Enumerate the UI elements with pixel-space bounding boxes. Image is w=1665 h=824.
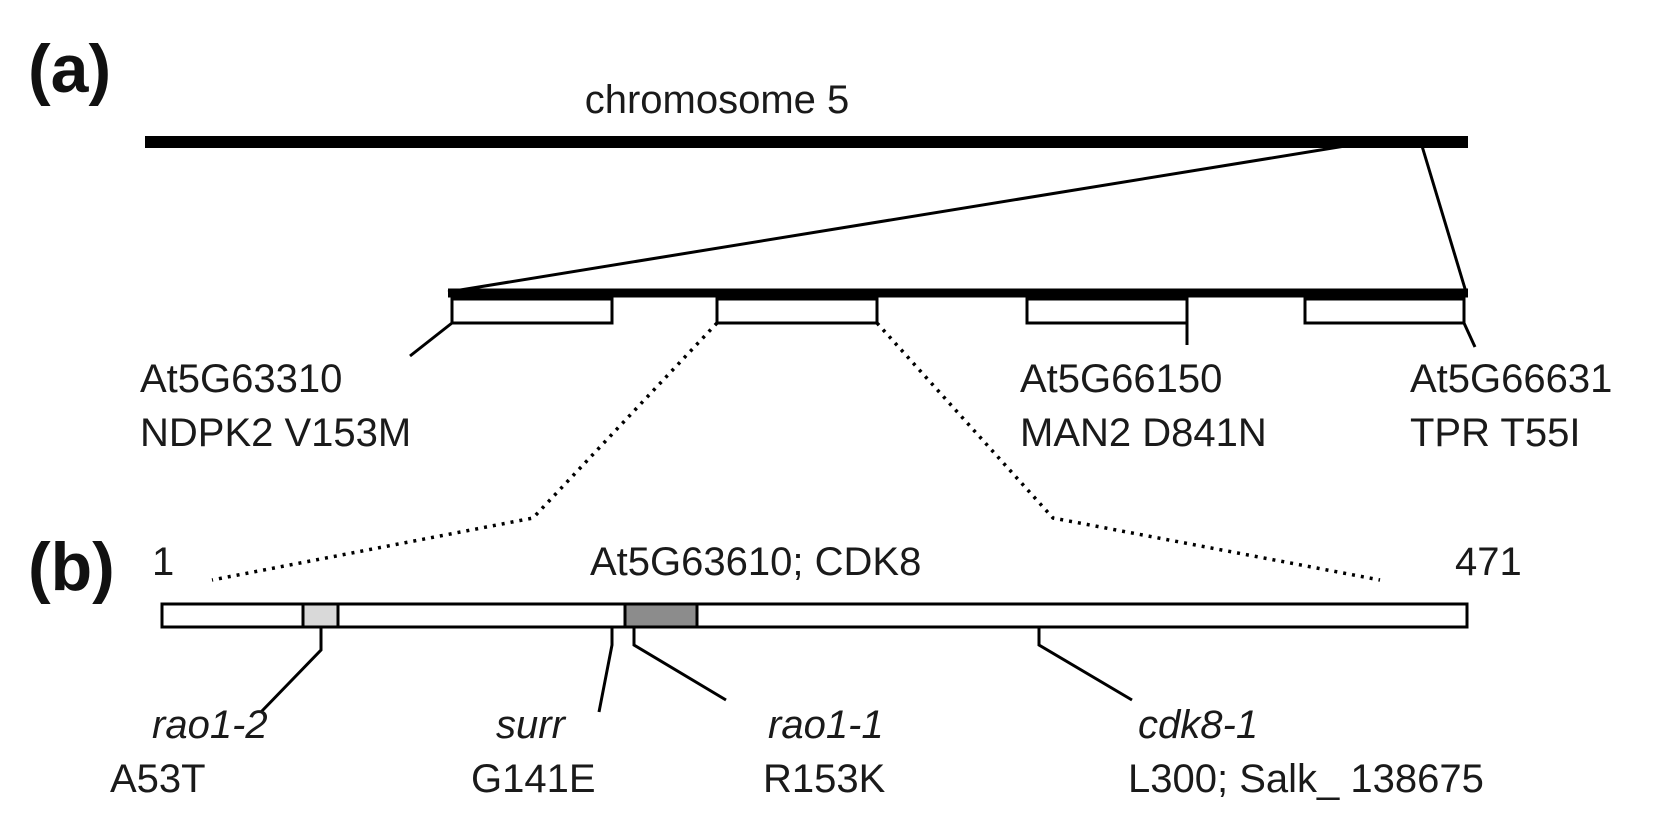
gene-box-at5g63310 [450,297,614,325]
pointer-at5g66631 [1462,322,1477,348]
change-g141e: G141E [471,757,596,801]
domain-dark [623,602,699,629]
end-residue: 471 [1455,540,1522,584]
gene-mutation-ndpk2: NDPK2 V153M [140,411,411,455]
change-r153k: R153K [763,757,886,801]
pointer-rao1-2 [259,627,323,714]
gene-mutation-man2: MAN2 D841N [1020,411,1267,455]
gene-id-at5g66631: At5G66631 [1410,357,1612,401]
start-residue: 1 [152,540,174,584]
change-l300-salk: L300; Salk_ 138675 [1128,757,1484,801]
expansion-line-left [211,321,719,582]
zoom-line-right [1420,145,1468,293]
gene-box-at5g66631 [1303,297,1466,325]
pointer-cdk8-1 [1037,627,1133,702]
expansion-line-right [875,321,1381,582]
zoom-line-left [447,144,1346,294]
cdk8-gene-label: At5G63610; CDK8 [590,540,921,584]
allele-cdk8-1: cdk8-1 [1138,703,1258,747]
pointer-rao1-1 [632,627,727,702]
pointer-surr [597,627,614,713]
gene-id-at5g63310: At5G63310 [140,357,342,401]
gene-box-at5g63610 [715,297,879,325]
chromosome-label: chromosome 5 [585,78,850,122]
panel-a-letter: (a) [28,31,111,107]
gene-box-at5g66150 [1025,297,1189,325]
domain-light [301,602,340,629]
panel-b-letter: (b) [28,529,115,605]
pointer-at5g63310 [409,321,453,358]
gene-id-at5g66150: At5G66150 [1020,357,1222,401]
allele-rao1-2: rao1-2 [152,703,268,747]
allele-rao1-1: rao1-1 [768,703,884,747]
allele-surr: surr [496,703,567,747]
gene-mutation-tpr: TPR T55I [1410,411,1580,455]
change-a53t: A53T [110,757,206,801]
cdk8-protein-bar [160,602,1469,629]
